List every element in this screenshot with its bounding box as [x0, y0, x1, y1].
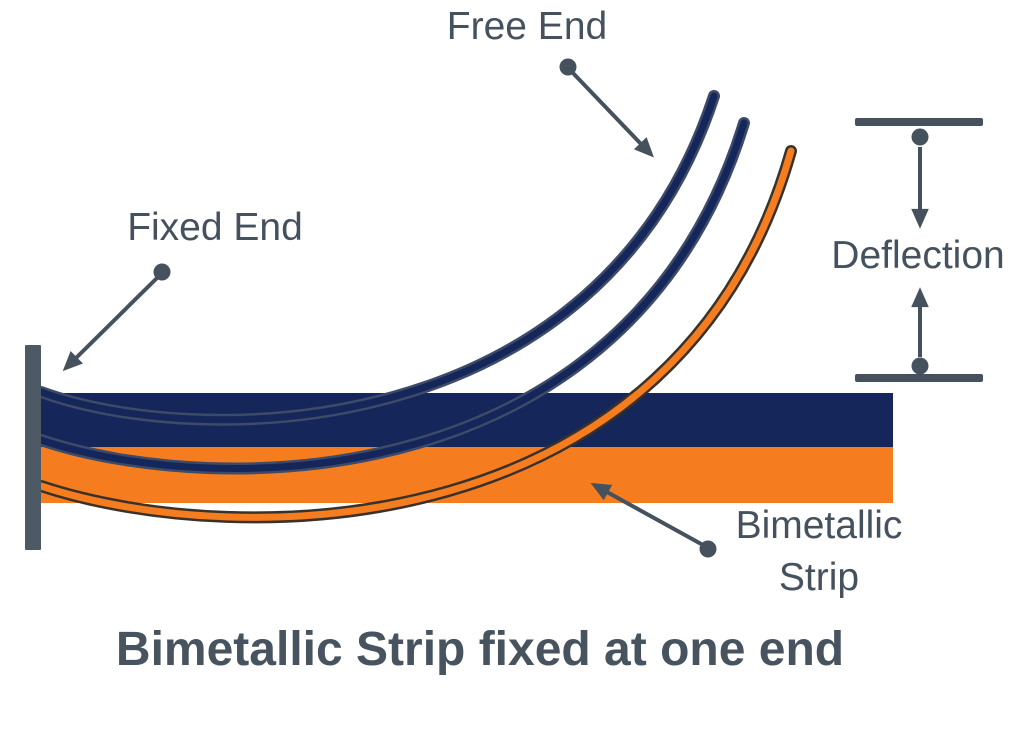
- free-end-arrow: [570, 70, 654, 158]
- fixed-end-leader-dot: [153, 263, 171, 281]
- bent-curve-top: [37, 92, 718, 424]
- bimetallic-strip-label-line1: Bimetallic: [735, 504, 903, 547]
- deflection-top-bar: [855, 118, 983, 126]
- free-end-leader-dot: [559, 58, 577, 76]
- bimetallic-leader-dot: [699, 540, 717, 558]
- strip-bottom-layer: [41, 447, 893, 503]
- deflection-top-dot: [911, 128, 929, 146]
- bent-curve-bottom: [37, 147, 795, 521]
- fixed-end-label: Fixed End: [127, 206, 303, 249]
- diagram-title: Bimetallic Strip fixed at one end: [115, 623, 845, 676]
- deflection-bottom-dot: [911, 357, 929, 375]
- bent-curve-middle: [37, 119, 748, 472]
- fixed-end-arrow: [62, 275, 160, 372]
- bimetallic-strip-label: Bimetallic Strip: [709, 500, 929, 604]
- deflection-label: Deflection: [831, 234, 1005, 277]
- deflection-bottom-bar: [855, 374, 983, 382]
- free-end-label: Free End: [446, 5, 608, 48]
- bimetallic-strip-arrow: [590, 482, 704, 547]
- fixed-wall: [25, 345, 41, 550]
- bimetallic-strip-label-line2: Strip: [778, 556, 860, 599]
- bent-curve-top-outline: [35, 90, 720, 426]
